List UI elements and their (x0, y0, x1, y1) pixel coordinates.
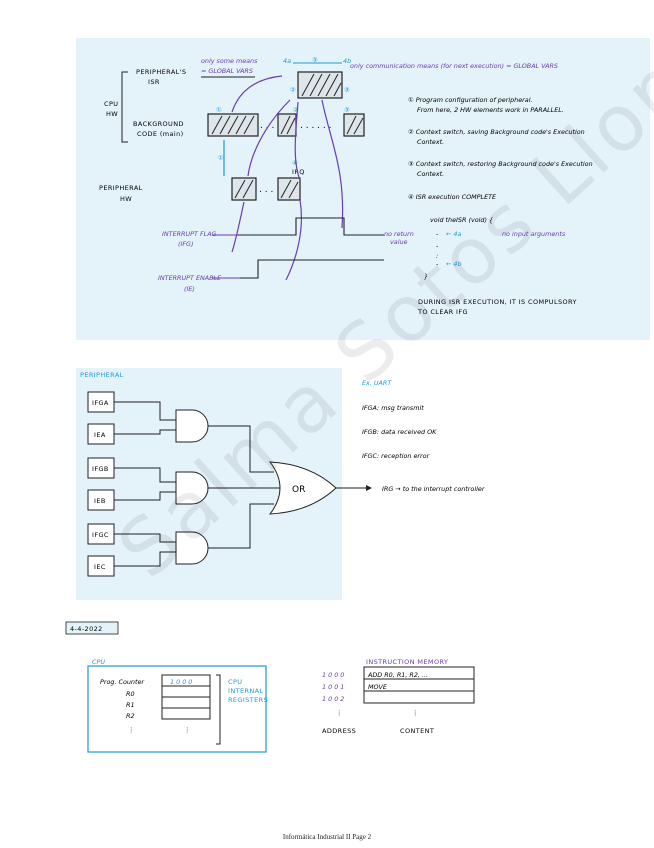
example-title: Ex. UART (362, 379, 392, 387)
svg-text::: : (436, 252, 438, 260)
addr-1002: 1 0 0 2 (322, 695, 344, 703)
label-peripheral-hw: PERIPHERAL (99, 184, 143, 192)
svg-text:③: ③ (344, 106, 350, 114)
svg-text:③: ③ (312, 56, 318, 64)
marker-4b: 4b (343, 57, 351, 65)
step-1-line-1: ① Program configuration of peripheral. (408, 96, 533, 104)
svg-text:value: value (390, 238, 408, 246)
cpu-internal-label: CPU (228, 678, 242, 686)
interrupt-flag-label: INTERRUPT FLAG (162, 230, 217, 238)
irq-label: IRQ (292, 168, 305, 176)
date-label: 4-4-2022 (70, 625, 103, 633)
isr-note-line-1: DURING ISR EXECUTION, IT IS COMPULSORY (418, 298, 577, 306)
svg-text:(IE): (IE) (184, 285, 195, 293)
svg-text:-: - (436, 260, 439, 268)
reg-pc: Prog. Counter (100, 678, 144, 686)
input-boxes: IFGA IEA IFGB IEB IFGC IEC (87, 391, 115, 577)
code-no-return: no return (384, 230, 414, 238)
marker-4a: 4a (283, 57, 291, 65)
svg-text:CODE (main): CODE (main) (137, 130, 184, 138)
code-no-input: no input arguments (502, 230, 566, 238)
svg-text:⋮: ⋮ (128, 726, 134, 734)
content-add: ADD R0, R1, R2, ... (367, 671, 428, 679)
svg-text:IEB: IEB (94, 497, 106, 505)
reg-r0: R0 (126, 690, 135, 698)
svg-text:Context.: Context. (417, 170, 444, 178)
page-footer: Informática Industrial II Page 2 (282, 833, 372, 841)
svg-text:⋮: ⋮ (412, 709, 418, 717)
step-2-line-1: ② Context switch, saving Background code… (408, 128, 585, 136)
example-ifgc: IFGC: reception error (362, 452, 430, 460)
or-label: OR (292, 485, 305, 495)
content-move: MOVE (368, 683, 388, 691)
svg-text:-: - (436, 242, 439, 250)
svg-text:(IFG): (IFG) (178, 240, 194, 248)
svg-text:IFGA: IFGA (92, 399, 109, 407)
label-background-code: BACKGROUND (133, 120, 184, 128)
svg-text:⋮: ⋮ (336, 709, 342, 717)
irq-output: IRG → to the interrupt controller (382, 485, 485, 493)
code-signature: void theISR (void) { (430, 216, 493, 224)
svg-text:. . . . . .: . . . . . . (300, 121, 331, 131)
svg-text:HW: HW (120, 195, 132, 203)
example-ifgb: IFGB: data received OK (362, 428, 437, 436)
interrupt-enable-label: INTERRUPT ENABLE (158, 274, 222, 282)
svg-text:Context.: Context. (417, 138, 444, 146)
addr-1000: 1 0 0 0 (322, 671, 344, 679)
svg-text:ISR: ISR (148, 78, 160, 86)
svg-text:②: ② (293, 106, 299, 114)
isr-execution-block (297, 71, 343, 99)
content-label: CONTENT (400, 727, 434, 735)
isr-note-line-2: TO CLEAR IFG (417, 308, 468, 316)
reg-r1: R1 (126, 701, 135, 709)
label-cpu-hw: CPU (104, 100, 118, 108)
svg-text:①: ① (218, 154, 224, 162)
peripheral-title: PERIPHERAL (80, 371, 124, 379)
svg-text:③: ③ (344, 86, 350, 94)
step-1-line-2: From here, 2 HW elements work in PARALLE… (417, 106, 564, 114)
svg-text:IFGB: IFGB (92, 465, 109, 473)
svg-text:. . .: . . . (259, 185, 273, 195)
pc-value: 1 0 0 0 (170, 678, 192, 686)
label-peripheral-isr: PERIPHERAL'S (136, 68, 186, 76)
step-3-line-1: ③ Context switch, restoring Background c… (408, 160, 593, 168)
peripheral-block-1 (231, 177, 257, 201)
note-global-vars-right: only communication means (for next execu… (350, 62, 558, 70)
svg-text:①: ① (216, 106, 222, 114)
svg-text:← 4b: ← 4b (446, 260, 462, 268)
isr-timing-panel (76, 38, 650, 340)
svg-text:REGISTERS: REGISTERS (228, 696, 268, 704)
svg-text:②: ② (290, 86, 296, 94)
svg-text:IEA: IEA (94, 431, 106, 439)
svg-text:IFGC: IFGC (92, 531, 109, 539)
cpu-title: CPU (92, 658, 105, 666)
note-global-vars-left: only some means (201, 57, 258, 65)
svg-text:⋮: ⋮ (184, 726, 190, 734)
svg-text:HW: HW (106, 110, 118, 118)
svg-text:INTERNAL: INTERNAL (228, 687, 264, 695)
code-close: } (424, 272, 428, 280)
svg-text:= GLOBAL VARS: = GLOBAL VARS (201, 67, 253, 75)
svg-text:. . .: . . . (260, 121, 274, 131)
address-label: ADDRESS (322, 727, 356, 735)
addr-1001: 1 0 0 1 (322, 683, 344, 691)
instr-mem-title: INSTRUCTION MEMORY (366, 658, 448, 666)
reg-r2: R2 (126, 712, 135, 720)
step-4: ④ ISR execution COMPLETE (408, 193, 497, 201)
svg-text:④: ④ (292, 159, 298, 167)
svg-text:IEC: IEC (94, 563, 106, 571)
example-ifga: IFGA: msg transmit (362, 404, 424, 412)
svg-text:← 4a: ← 4a (446, 230, 461, 238)
svg-text:-: - (436, 230, 439, 238)
